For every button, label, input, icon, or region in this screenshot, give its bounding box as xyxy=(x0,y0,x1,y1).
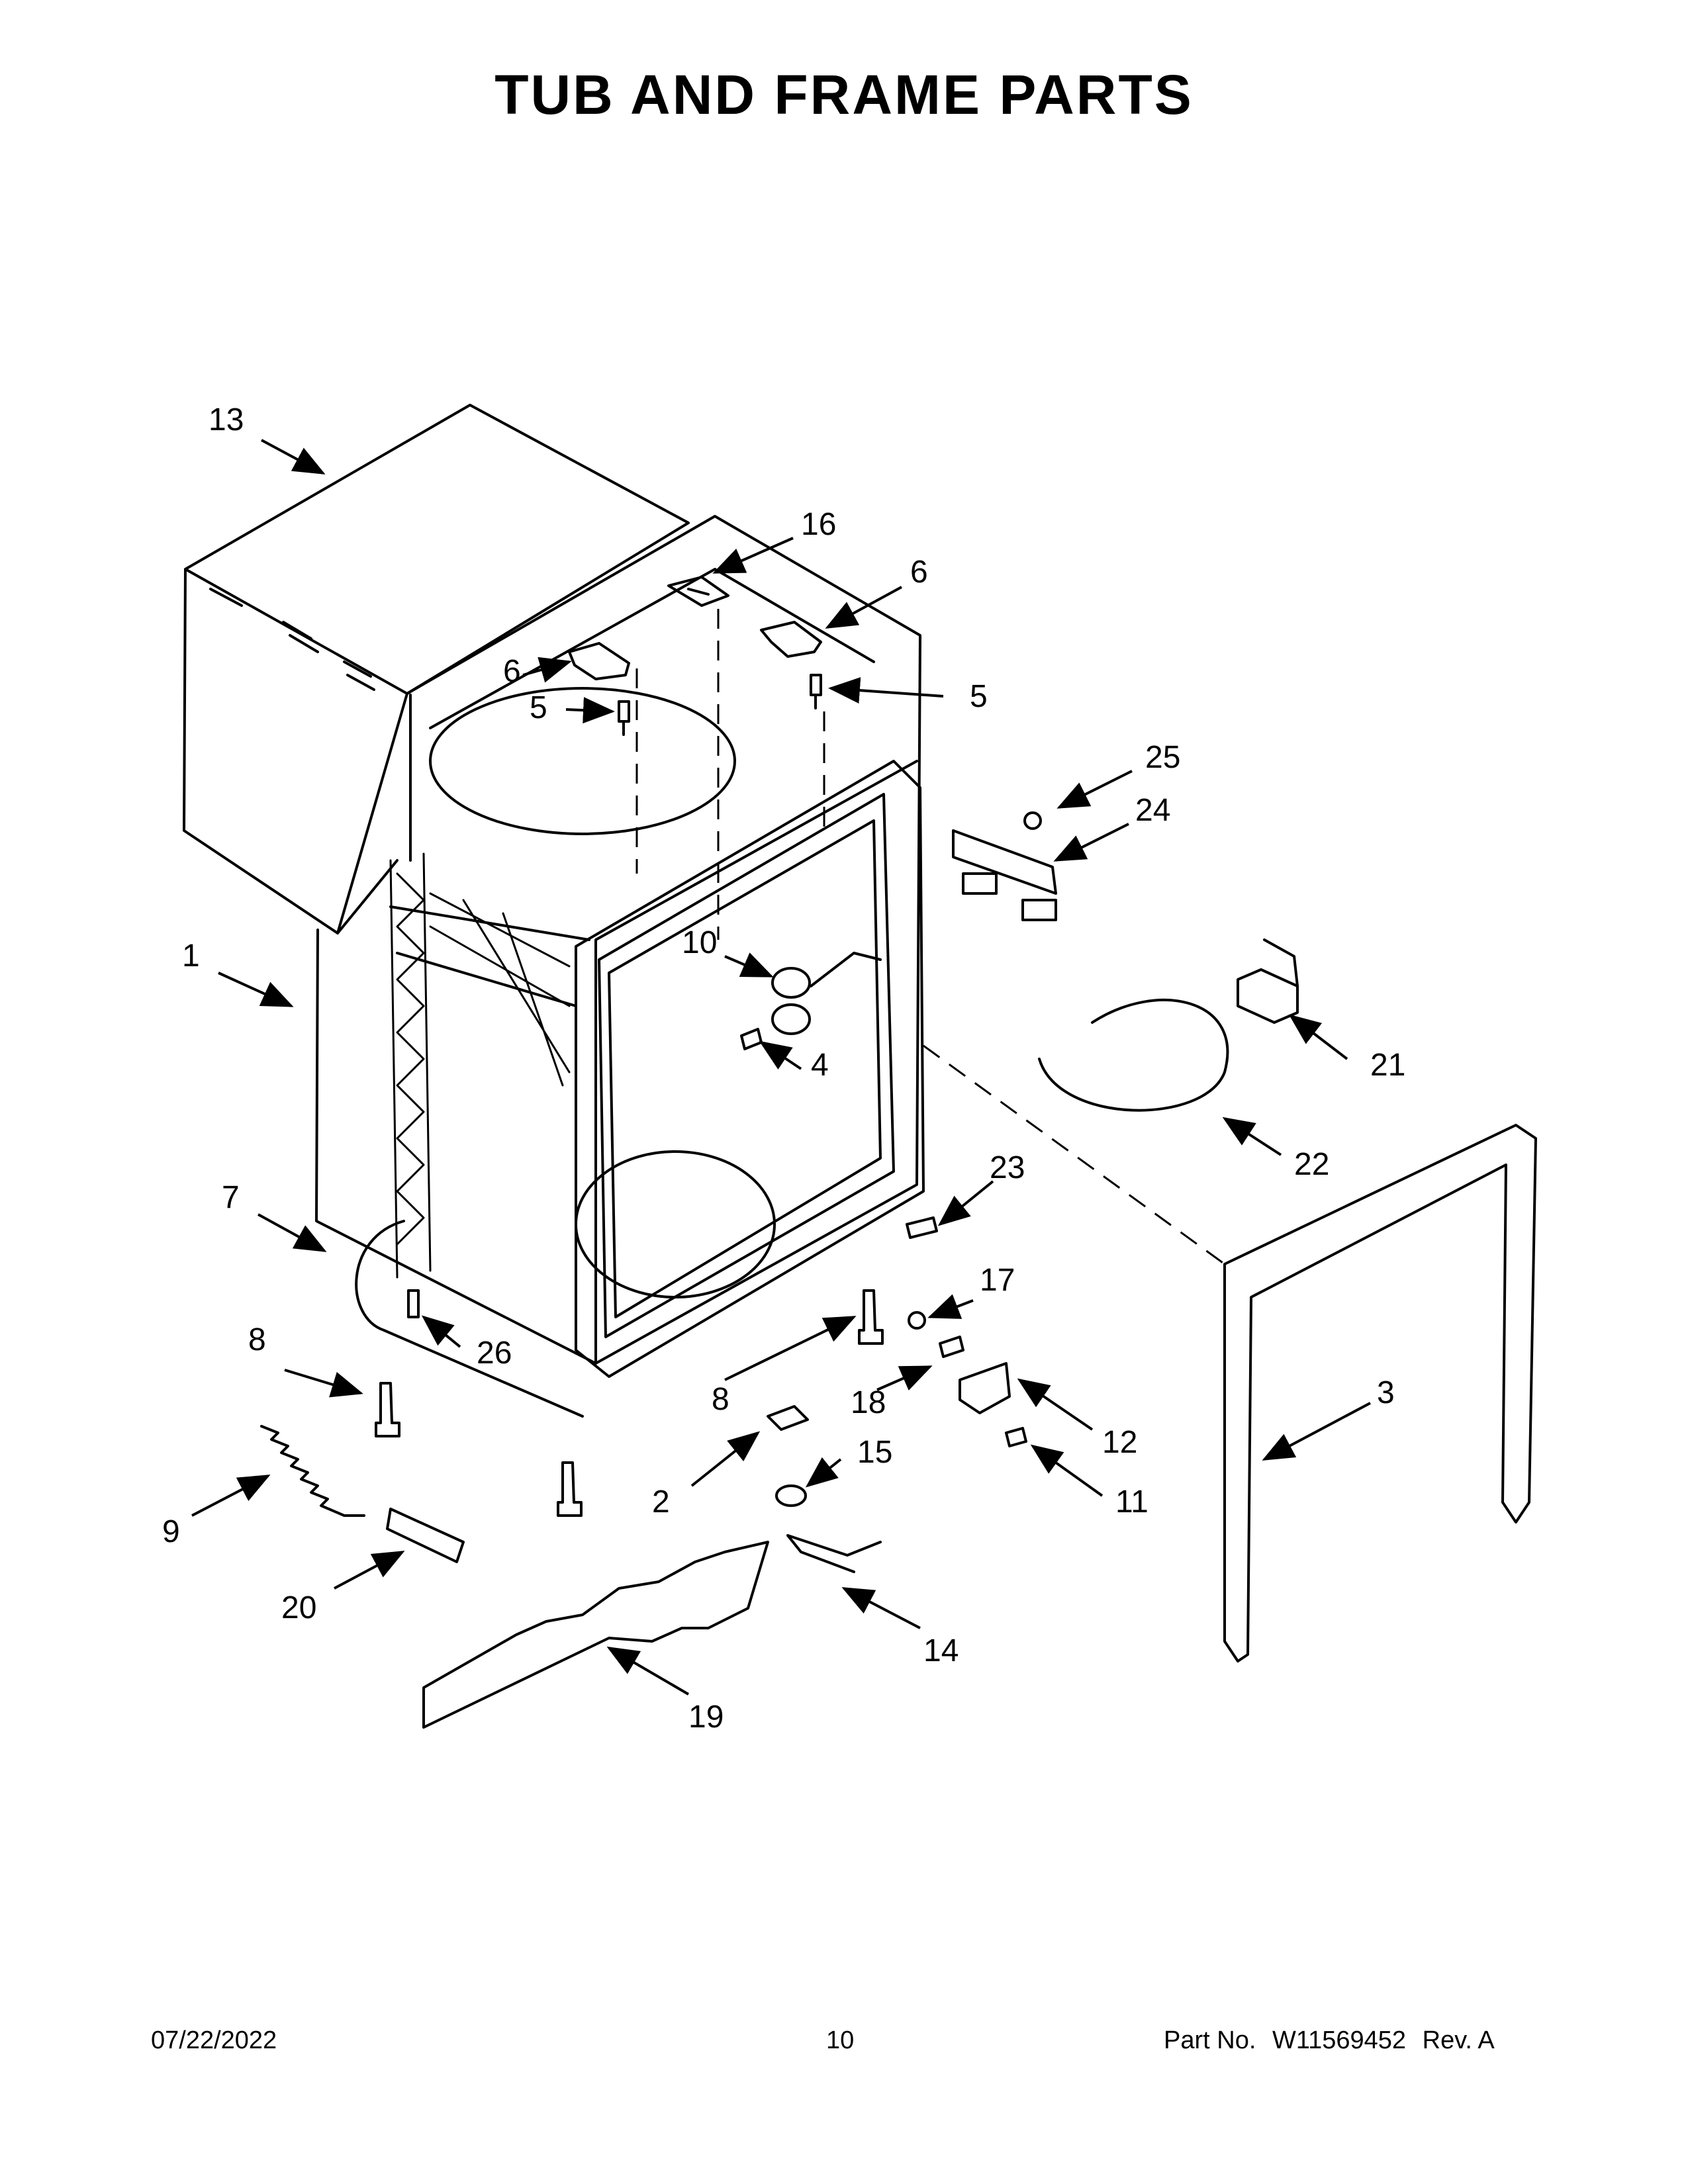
part-8-leg-left xyxy=(375,1382,400,1437)
callout-12: 12 xyxy=(1102,1425,1137,1460)
callout-3: 3 xyxy=(1377,1375,1395,1410)
callout-15: 15 xyxy=(857,1435,892,1470)
part-22-hose xyxy=(1038,999,1229,1112)
callout-21: 21 xyxy=(1370,1048,1405,1083)
callout-13: 13 xyxy=(209,402,244,437)
callout-20: 20 xyxy=(281,1590,316,1625)
callout-8-left: 8 xyxy=(248,1322,266,1357)
leader-lines xyxy=(191,439,1371,1696)
tub-front-frame xyxy=(575,760,925,1378)
callout-labels: 13 16 6 6 5 5 25 24 1 10 21 4 22 7 23 17… xyxy=(162,402,1405,1735)
part-9-spring xyxy=(260,1425,365,1517)
side-brace xyxy=(389,852,571,1279)
part-16-bracket xyxy=(667,576,729,607)
part-5-screw-left xyxy=(618,700,630,736)
callout-26: 26 xyxy=(477,1336,512,1371)
part-8-leg-center xyxy=(557,1461,583,1517)
part-3-gasket xyxy=(1223,1124,1537,1662)
alignment-lines xyxy=(635,609,1225,1265)
callout-22: 22 xyxy=(1294,1147,1329,1182)
callout-11: 11 xyxy=(1115,1484,1149,1520)
callout-10: 10 xyxy=(682,925,717,960)
part-20-pad xyxy=(386,1508,465,1563)
callout-25: 25 xyxy=(1145,740,1180,775)
callout-7: 7 xyxy=(222,1180,240,1215)
part-6-hinge-right xyxy=(760,621,822,658)
callout-5-right: 5 xyxy=(970,679,988,714)
part-17-washer xyxy=(908,1311,926,1330)
callout-16: 16 xyxy=(801,507,836,542)
footer-date: 07/22/2022 xyxy=(151,2026,277,2054)
callout-17: 17 xyxy=(980,1263,1015,1298)
part-14-15-switch xyxy=(775,1484,882,1573)
part-21-clip xyxy=(1237,938,1299,1024)
callout-23: 23 xyxy=(990,1150,1025,1185)
callout-14: 14 xyxy=(923,1633,959,1668)
part-4-screw xyxy=(740,1028,763,1050)
footer-part-label: Part No. xyxy=(1164,2026,1256,2054)
callout-19: 19 xyxy=(688,1700,724,1735)
part-19-base xyxy=(422,1541,769,1729)
footer-part-number: W11569452 xyxy=(1272,2026,1407,2054)
callout-5-left: 5 xyxy=(530,690,547,725)
page-title: TUB AND FRAME PARTS xyxy=(494,64,1194,126)
part-23-fitting xyxy=(906,1216,938,1239)
part-2-plate xyxy=(767,1405,809,1431)
callout-6-right: 6 xyxy=(910,555,928,590)
callout-9: 9 xyxy=(162,1514,180,1549)
part-8-leg-right xyxy=(858,1289,884,1345)
part-5-screw-right xyxy=(810,674,822,709)
callout-4: 4 xyxy=(811,1048,829,1083)
footer-revision: Rev. A xyxy=(1422,2026,1495,2054)
callout-8-center: 8 xyxy=(712,1382,729,1417)
part-11-screw xyxy=(1005,1427,1027,1447)
part-7-tube xyxy=(355,1220,584,1418)
part-18-screw xyxy=(939,1336,964,1358)
part-26-screw xyxy=(407,1289,420,1318)
callout-2: 2 xyxy=(652,1484,670,1520)
part-10-fitting xyxy=(771,952,882,1035)
callout-18: 18 xyxy=(851,1385,886,1420)
footer-page-number: 10 xyxy=(826,2026,855,2054)
part-6-hinge-left xyxy=(568,642,630,680)
callout-6-left: 6 xyxy=(503,654,521,689)
part-12-bracket xyxy=(959,1362,1011,1414)
top-cover-panel xyxy=(183,404,690,934)
footer-part-info: Part No. W11569452 Rev. A xyxy=(1164,2026,1504,2055)
part-24-bracket xyxy=(952,811,1057,921)
callout-24: 24 xyxy=(1135,793,1170,828)
callout-1: 1 xyxy=(182,938,200,974)
